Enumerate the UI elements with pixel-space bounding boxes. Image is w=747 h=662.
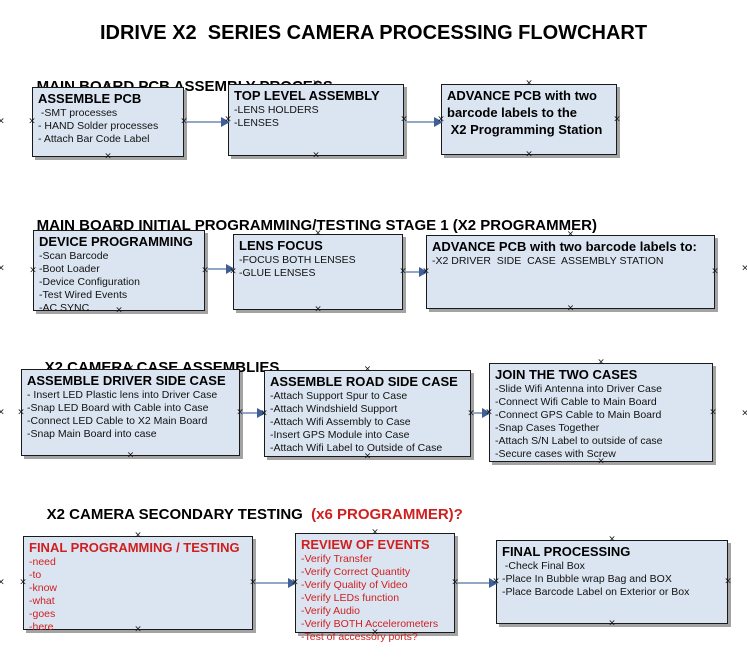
box-item: -Place In Bubble wrap Bag and BOX bbox=[502, 573, 672, 585]
box-item: -Verify Quality of Video bbox=[301, 579, 408, 591]
connection-point-icon: × bbox=[0, 263, 5, 274]
arrowhead-icon bbox=[482, 408, 491, 418]
arrowhead-icon bbox=[434, 117, 443, 127]
box-title: JOIN THE TWO CASES bbox=[495, 367, 638, 382]
box-item: -FOCUS BOTH LENSES bbox=[239, 254, 356, 266]
box-item: -know bbox=[29, 582, 58, 594]
box-title: ASSEMBLE DRIVER SIDE CASE bbox=[27, 373, 226, 388]
box-title: REVIEW OF EVENTS bbox=[301, 537, 430, 552]
box-title: LENS FOCUS bbox=[239, 238, 323, 253]
section-heading-text: MAIN BOARD INITIAL PROGRAMMING/TESTING S… bbox=[36, 217, 597, 234]
box-item: -Slide Wifi Antenna into Driver Case bbox=[495, 383, 662, 395]
flow-arrow bbox=[253, 578, 297, 588]
box-item: -LENSES bbox=[234, 117, 279, 129]
box-title: ASSEMBLE PCB bbox=[38, 91, 142, 106]
box-title: ASSEMBLE ROAD SIDE CASE bbox=[270, 374, 458, 389]
box-item: -Attach Wifi Label to Outside of Case bbox=[270, 442, 443, 454]
flow-arrow bbox=[205, 264, 235, 274]
box-item: -what bbox=[29, 595, 55, 607]
box-item: - Attach Bar Code Label bbox=[38, 133, 150, 145]
flow-arrow bbox=[471, 408, 491, 418]
flow-arrow bbox=[240, 408, 266, 418]
box-item: -Attach Support Spur to Case bbox=[270, 390, 408, 402]
arrowhead-icon bbox=[221, 117, 230, 127]
box-item: -Verify BOTH Accelerometers bbox=[301, 618, 439, 630]
box-title: TOP LEVEL ASSEMBLY bbox=[234, 88, 380, 103]
box-item: -Place Barcode Label on Exterior or Box bbox=[502, 586, 690, 598]
flow-box-assemble-road-side-case: ASSEMBLE ROAD SIDE CASE -Attach Support … bbox=[264, 370, 471, 457]
box-item: -AC SYNC bbox=[39, 302, 90, 314]
box-item: -Verify Audio bbox=[301, 605, 360, 617]
section-heading-secondary-testing: X2 CAMERA SECONDARY TESTING (x6 PROGRAMM… bbox=[30, 489, 463, 540]
section-heading-text: X2 CAMERA SECONDARY TESTING bbox=[46, 506, 307, 523]
box-item: -Test Wired Events bbox=[39, 289, 128, 301]
box-item: -here bbox=[29, 621, 54, 633]
box-item: -Verify Correct Quantity bbox=[301, 566, 411, 578]
box-item: - Insert LED Plastic lens into Driver Ca… bbox=[27, 389, 218, 401]
section-heading-red-text: (x6 PROGRAMMER)? bbox=[306, 506, 463, 523]
flow-arrow bbox=[404, 117, 443, 127]
flow-box-top-level-assembly: TOP LEVEL ASSEMBLY -LENS HOLDERS -LENSES bbox=[228, 84, 404, 156]
flow-box-assemble-driver-side-case: ASSEMBLE DRIVER SIDE CASE - Insert LED P… bbox=[21, 369, 240, 456]
box-item: -Attach S/N Label to outside of case bbox=[495, 435, 663, 447]
box-item: -Scan Barcode bbox=[39, 250, 109, 262]
arrowhead-icon bbox=[226, 264, 235, 274]
connection-point-icon: × bbox=[0, 407, 5, 418]
flow-arrow bbox=[403, 267, 428, 277]
flow-box-final-programming-testing: FINAL PROGRAMMING / TESTING -need -to -k… bbox=[23, 536, 253, 633]
box-title: ADVANCE PCB with two barcode labels to: bbox=[432, 239, 697, 254]
flow-box-review-of-events: REVIEW OF EVENTS -Verify Transfer -Verif… bbox=[295, 533, 455, 643]
flow-box-final-processing: FINAL PROCESSING -Check Final Box -Place… bbox=[496, 540, 728, 624]
box-item: -LENS HOLDERS bbox=[234, 104, 319, 116]
flow-arrow bbox=[455, 578, 498, 588]
box-title: FINAL PROCESSING bbox=[502, 544, 631, 559]
box-item: -Device Configuration bbox=[39, 276, 140, 288]
box-item: -Insert GPS Module into Case bbox=[270, 429, 410, 441]
box-item: -Connect LED Cable to X2 Main Board bbox=[27, 415, 208, 427]
connection-point-icon: × bbox=[0, 577, 5, 588]
box-item: -GLUE LENSES bbox=[239, 267, 316, 279]
flow-box-device-programming: DEVICE PROGRAMMING -Scan Barcode -Boot L… bbox=[33, 230, 205, 314]
box-item: -Secure cases with Screw bbox=[495, 448, 616, 460]
connection-point-icon: × bbox=[0, 116, 5, 127]
flow-box-assemble-pcb: ASSEMBLE PCB -SMT processes - HAND Solde… bbox=[32, 87, 184, 157]
connection-point-icon: × bbox=[741, 408, 747, 419]
box-item: -Snap LED Board with Cable into Case bbox=[27, 402, 209, 414]
box-item: -Test of accessory ports? bbox=[301, 631, 418, 643]
connection-point-icon: × bbox=[741, 263, 747, 274]
box-item: -goes bbox=[29, 608, 56, 620]
arrowhead-icon bbox=[489, 578, 498, 588]
box-item: -SMT processes bbox=[38, 107, 118, 119]
box-item: -Attach Windshield Support bbox=[270, 403, 398, 415]
box-item: -Connect GPS Cable to Main Board bbox=[495, 409, 662, 421]
box-item: -Boot Loader bbox=[39, 263, 100, 275]
box-item: -Check Final Box bbox=[502, 560, 585, 572]
flow-box-advance-pcb-programming-station: ADVANCE PCB with two barcode labels to t… bbox=[441, 84, 617, 155]
page-title: IDRIVE X2 SERIES CAMERA PROCESSING FLOWC… bbox=[99, 22, 648, 44]
box-item: -need bbox=[29, 556, 56, 568]
box-item: -Verify LEDs function bbox=[301, 592, 400, 604]
flow-box-lens-focus: LENS FOCUS -FOCUS BOTH LENSES -GLUE LENS… bbox=[233, 234, 403, 310]
box-item: -X2 DRIVER SIDE CASE ASSEMBLY STATION bbox=[432, 255, 664, 267]
box-item: -to bbox=[29, 569, 42, 581]
arrowhead-icon bbox=[419, 267, 428, 277]
box-item: -Attach Wifi Assembly to Case bbox=[270, 416, 411, 428]
section-heading-initial-programming: MAIN BOARD INITIAL PROGRAMMING/TESTING S… bbox=[20, 200, 597, 251]
flow-box-join-the-two-cases: JOIN THE TWO CASES -Slide Wifi Antenna i… bbox=[489, 363, 713, 462]
arrowhead-icon bbox=[288, 578, 297, 588]
box-item: - HAND Solder processes bbox=[38, 120, 159, 132]
box-title: FINAL PROGRAMMING / TESTING bbox=[29, 540, 240, 555]
flow-box-advance-pcb-driver-side: ADVANCE PCB with two barcode labels to: … bbox=[426, 235, 715, 309]
box-item: -Verify Transfer bbox=[301, 553, 373, 565]
box-title: DEVICE PROGRAMMING bbox=[39, 234, 193, 249]
box-item: -Connect Wifi Cable to Main Board bbox=[495, 396, 657, 408]
box-title: ADVANCE PCB with two barcode labels to t… bbox=[447, 88, 603, 137]
box-item: -Snap Main Board into case bbox=[27, 428, 157, 440]
box-item: -Snap Cases Together bbox=[495, 422, 600, 434]
flow-arrow bbox=[184, 117, 230, 127]
arrowhead-icon bbox=[257, 408, 266, 418]
